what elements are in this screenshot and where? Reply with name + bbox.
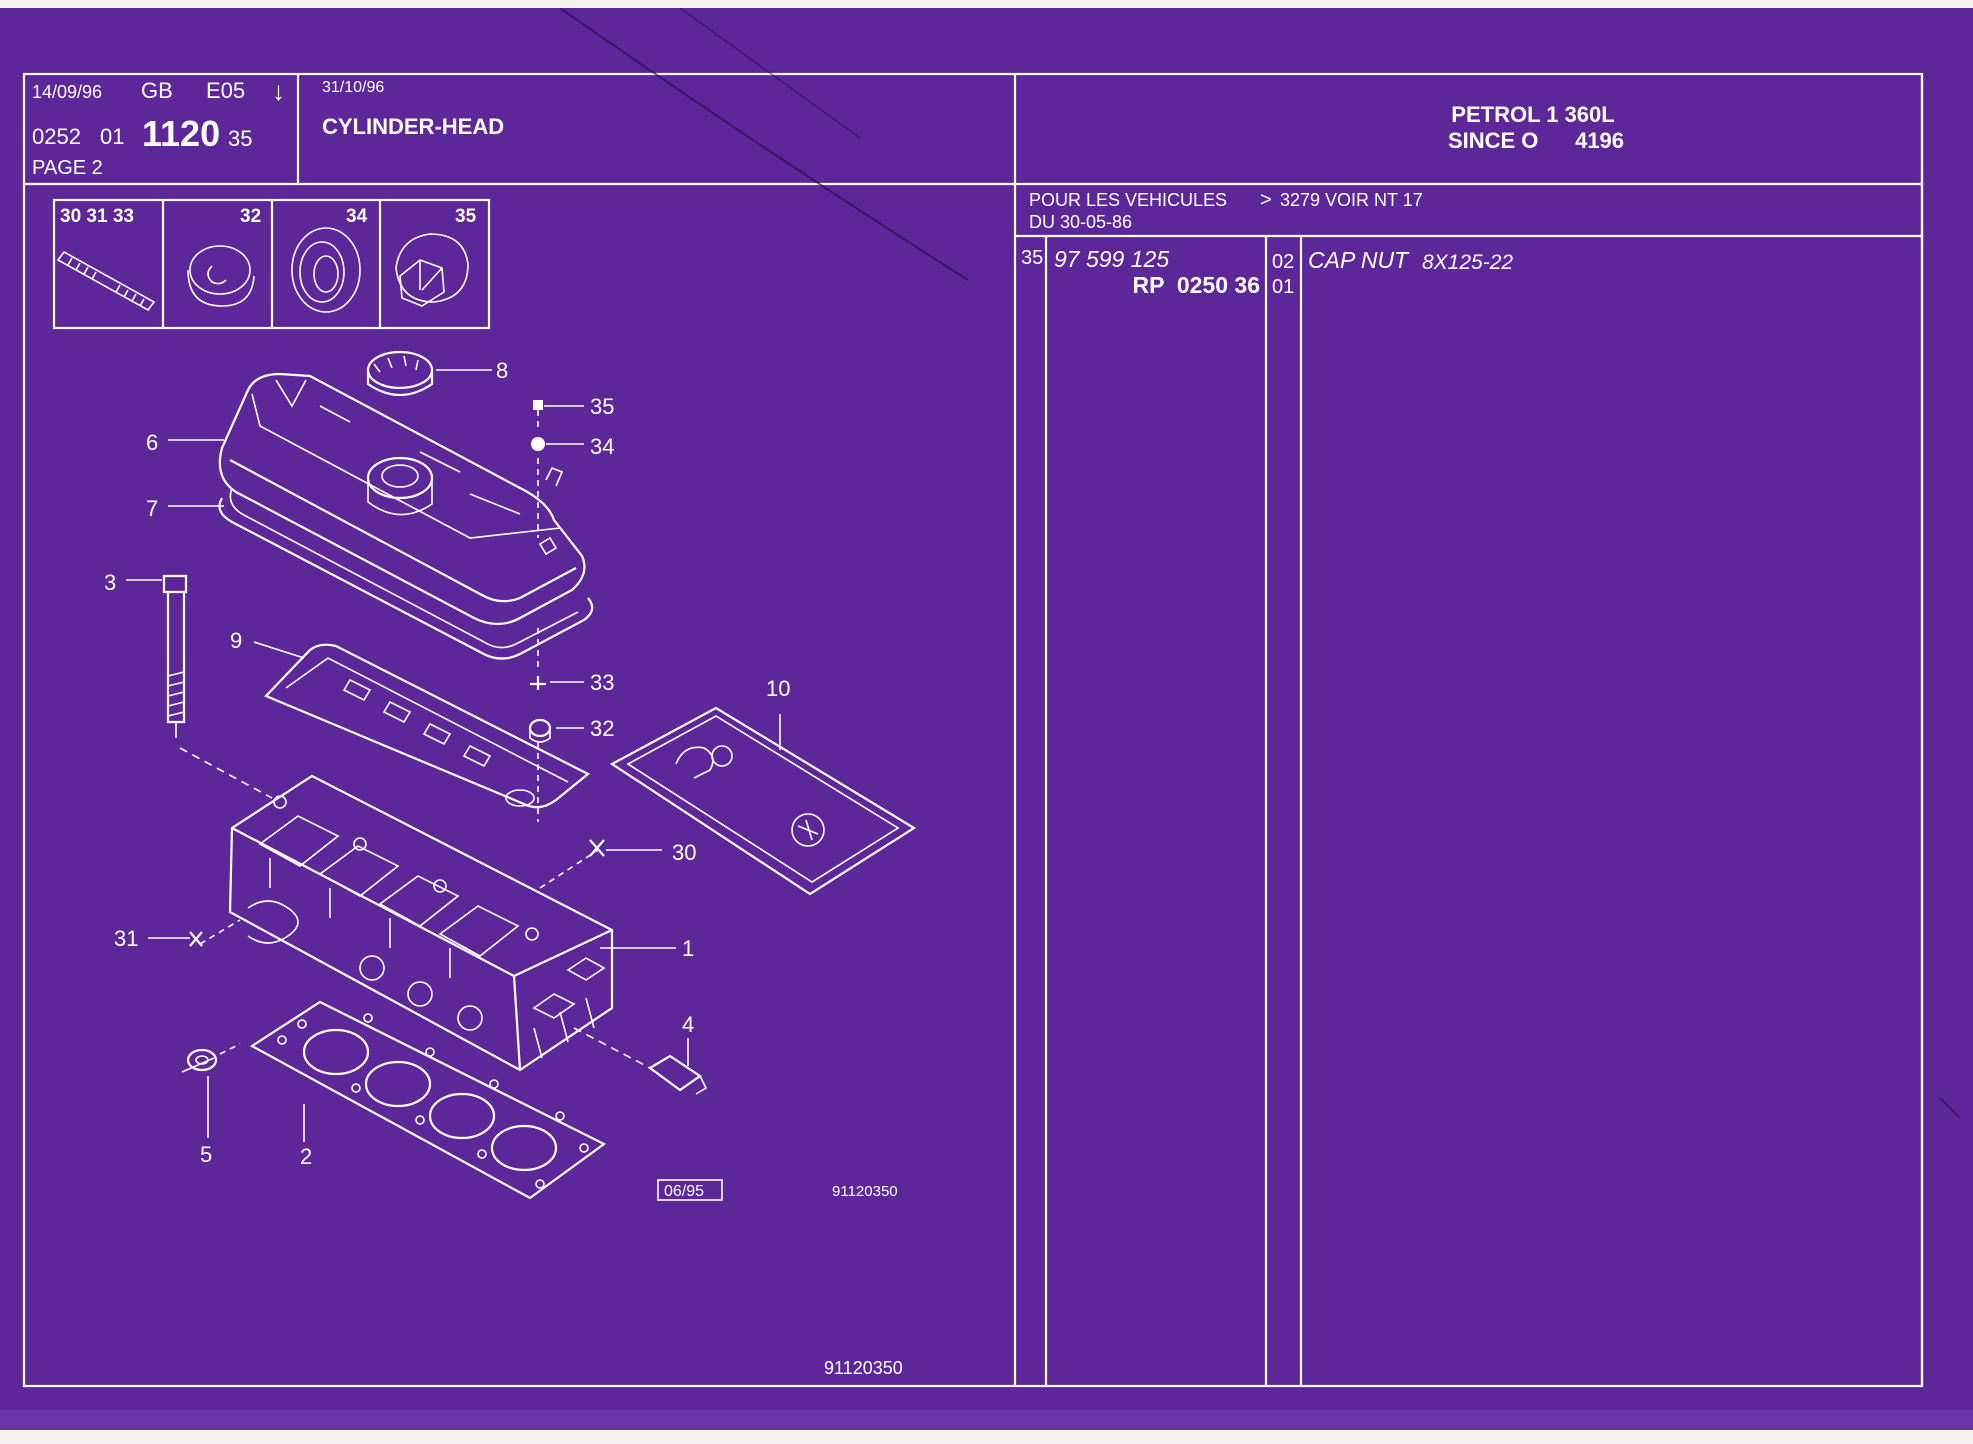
callout-2: 2 [300,1144,312,1169]
header-ref-main: 1120 [142,113,220,154]
header-lang: GB [141,78,173,103]
frame-lines [22,72,1924,1388]
stud-icon [56,250,156,312]
row-qty-2: 01 [1272,276,1294,298]
callout-4: 4 [682,1012,694,1037]
callout-10: 10 [766,676,790,701]
cross-mark-30 [589,839,605,857]
callout-7: 7 [146,496,158,521]
stud-small-icon [530,676,546,690]
engine-line-1: PETROL 1 360L [1451,102,1614,127]
page-title: CYLINDER-HEAD [322,114,504,139]
plug-icon [181,1043,241,1073]
callout-9: 9 [230,628,242,653]
callout-35: 35 [590,394,614,419]
washer-small-icon [531,437,545,451]
callout-34: 34 [590,434,614,459]
row-item: 35 [1021,247,1043,269]
note-line-1a: POUR LES VEHICULES [1029,190,1227,210]
callout-32: 32 [590,716,614,741]
callout-8: 8 [496,358,508,383]
bush-small-icon [528,718,552,738]
callout-labels: 8 35 34 6 7 3 9 10 33 32 30 31 1 4 2 5 [104,358,790,1169]
note-line-1-gt: > [1260,189,1272,211]
rocker-gasket-icon [218,497,594,660]
washer-icon [291,227,361,313]
drawing-number: 91120350 [832,1183,898,1200]
cam-cover-icon [264,643,591,809]
sheet-drawing: 14/09/96 GB E05 ↓ 31/10/96 0252 01 1120 … [22,8,1961,1388]
row-spec: 8X125-22 [1422,251,1513,274]
callout-3: 3 [104,570,116,595]
revision-box [657,1179,723,1201]
mini-label-3: 34 [346,206,368,227]
header-date: 14/09/96 [32,82,102,102]
parts-catalogue-sheet: 14/09/96 GB E05 ↓ 31/10/96 0252 01 1120 … [0,8,1973,1430]
row-qty: 02 [1272,251,1294,273]
mini-label-4: 35 [455,206,477,227]
revision-date: 06/95 [664,1183,704,1200]
rocker-cover-icon [218,372,586,626]
mini-label-1: 30 31 33 [60,206,134,227]
mini-label-2: 32 [240,206,261,227]
header-ref-prefix: 0252 [32,124,81,149]
callout-1: 1 [682,936,694,961]
cap-nut-icon [395,233,469,307]
note-line-1b: 3279 VOIR NT 17 [1280,190,1423,210]
exploded-view-diagram [126,350,917,1200]
sheet-number: 91120350 [824,1358,903,1378]
callout-31: 31 [114,926,138,951]
temp-sensor-icon [573,1027,708,1095]
filler-cap-icon [366,350,434,396]
cover-plate-icon [609,706,917,896]
callout-5: 5 [200,1142,212,1167]
callout-6: 6 [146,430,158,455]
mini-parts-panel: 30 31 33 32 34 35 [52,198,491,330]
head-gasket-icon [249,1000,607,1200]
callout-30: 30 [672,840,696,865]
header-ref-suffix: 35 [228,126,252,151]
table-row: 35 97 599 125 RP 0250 36 02 01 CAP NUT 8… [1021,246,1513,298]
row-part-no: 97 599 125 [1054,246,1169,272]
bush-icon [187,245,255,307]
header-page: PAGE 2 [32,157,103,179]
callout-33: 33 [590,670,614,695]
row-description: CAP NUT [1308,247,1410,273]
row-alt-part-no: RP 0250 36 [1133,272,1260,298]
engine-line-2: SINCE O 4196 [1448,128,1624,153]
header-edition: E05 [206,78,245,103]
cap-nut-small-icon [533,400,543,410]
down-arrow-icon: ↓ [272,76,285,106]
header-update-date: 31/10/96 [322,79,384,96]
note-line-2: DU 30-05-86 [1029,212,1132,232]
head-bolt-icon [162,574,273,799]
header-ref-sub: 01 [100,124,124,149]
cylinder-head-icon [228,774,614,1072]
